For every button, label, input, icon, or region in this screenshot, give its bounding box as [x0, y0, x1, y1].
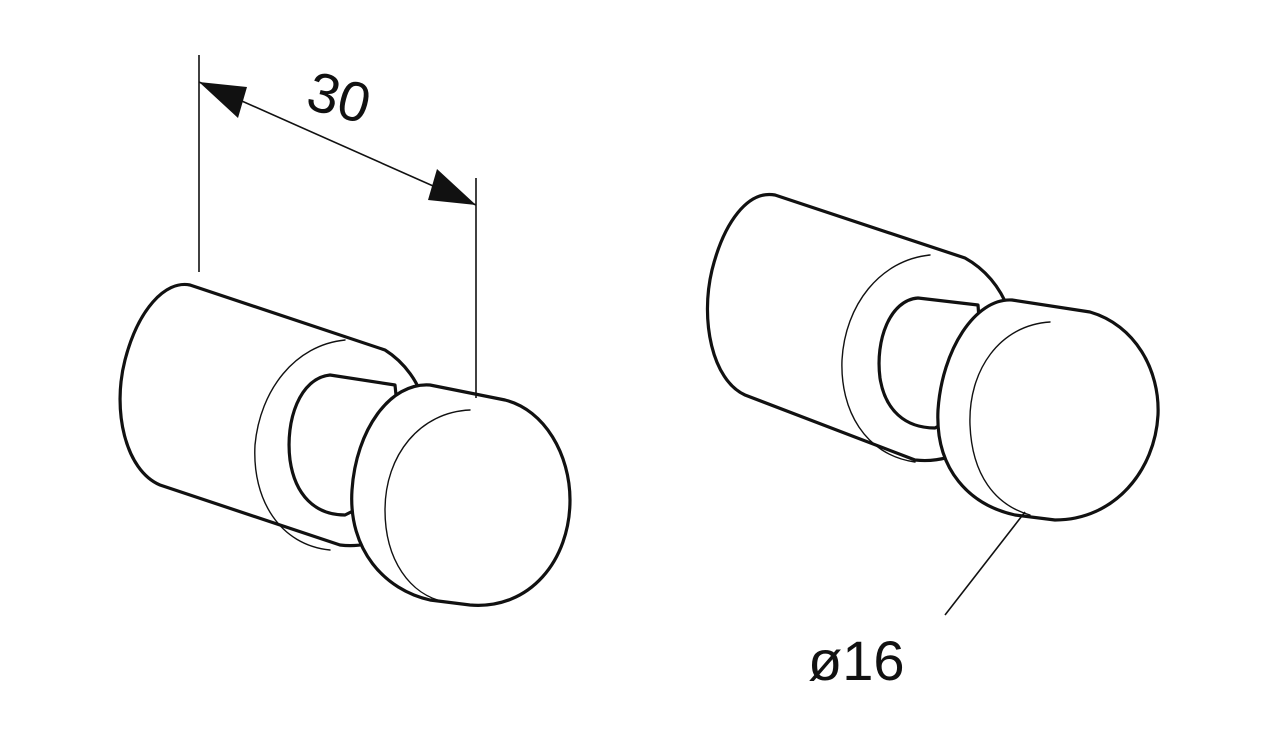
length-label: 30	[301, 59, 377, 136]
arrowhead-left	[199, 82, 247, 118]
length-dimension: 30	[198, 55, 477, 398]
hook-left	[118, 282, 572, 607]
diameter-dimension: ø16	[808, 511, 1026, 692]
diameter-label: ø16	[808, 629, 905, 692]
hook-left-cap-face-edge	[384, 409, 471, 603]
arrowhead-right	[428, 169, 476, 205]
diameter-leader-line	[944, 511, 1026, 616]
hook-right-cap	[936, 298, 1160, 522]
dimension-line	[198, 81, 477, 206]
hook-right-cap-face-edge	[969, 321, 1051, 516]
hook-right-base-rim	[841, 254, 931, 463]
hook-left-cap	[350, 383, 572, 607]
hook-left-base-rim	[254, 339, 346, 551]
hook-right	[705, 192, 1160, 522]
